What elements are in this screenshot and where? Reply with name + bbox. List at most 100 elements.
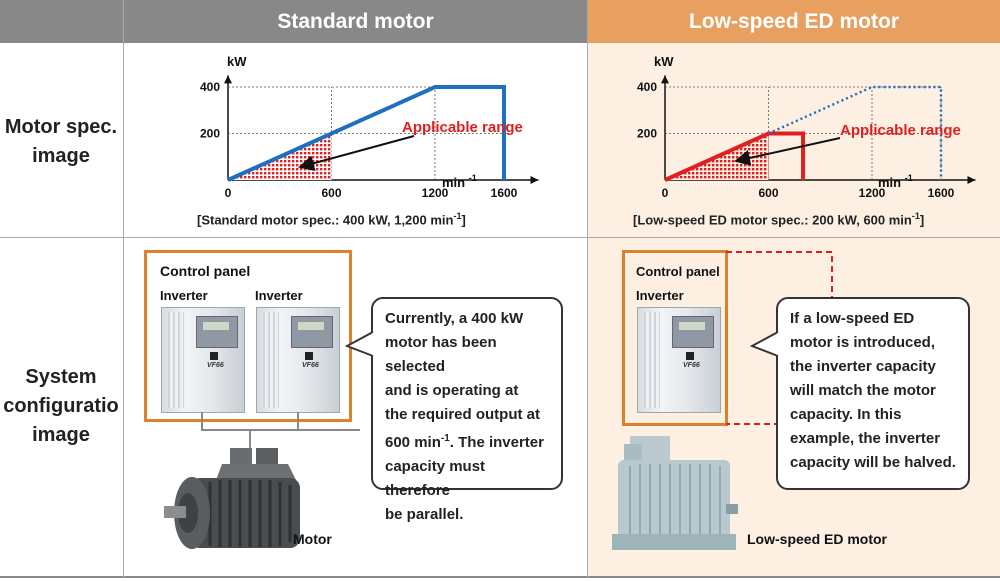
standard-motor-label: Motor (293, 531, 332, 547)
standard-caption-end: ] (461, 212, 466, 228)
row-label-spec: Motor spec. image (0, 113, 122, 171)
standard-caption-exp: -1 (453, 211, 462, 221)
standard-bubble-tail (345, 331, 375, 357)
inverter-model: VF66 (207, 362, 224, 369)
y-tick-label: 400 (200, 80, 220, 94)
standard-chart-yunit: kW (227, 54, 247, 69)
lowspeed-info-bubble: If a low-speed ED motor is introduced, t… (776, 297, 970, 490)
lowspeed-chart-arrow (734, 137, 841, 166)
standard-bubble-line3: and is operating at (385, 382, 519, 399)
header-standard: Standard motor (124, 0, 587, 43)
lowspeed-motor-image (612, 436, 738, 550)
lowspeed-chart-yunit: kW (654, 54, 674, 69)
standard-title: Standard motor (277, 10, 434, 33)
lowspeed-title: Low-speed ED motor (688, 10, 899, 33)
standard-chart-xunit: min -1 (442, 173, 477, 190)
lowspeed-bubble-line5: capacity. In this (790, 406, 902, 423)
lowspeed-chart-annotation: Applicable range (840, 122, 961, 139)
lowspeed-chart-plot: 0 600 1200 1600 200 400 (637, 75, 976, 200)
divider-h2 (0, 576, 1000, 578)
standard-motor-image (164, 448, 300, 549)
x-axis-arrow (967, 176, 976, 184)
lowspeed-bubble-line7: capacity will be halved. (790, 454, 956, 471)
standard-bubble-rpm-tail: . The inverter (449, 434, 544, 451)
lowspeed-motor-label: Low-speed ED motor (747, 531, 888, 547)
x-tick-label: 1600 (491, 186, 518, 200)
inverter-screen (203, 322, 229, 330)
x-tick-label: 600 (758, 186, 778, 200)
lowspeed-spec-chart: 0 600 1200 1600 200 400 kW min -1 Applicable … (637, 54, 976, 200)
standard-bubble-line7: be parallel. (385, 506, 464, 523)
lowspeed-caption-exp: -1 (911, 211, 920, 221)
standard-bubble-line1: Currently, a 400 kW (385, 310, 524, 327)
row-label-system-line2: configuratio (3, 395, 119, 417)
inverter-badge (210, 352, 218, 360)
x-tick-label: 0 (225, 186, 232, 200)
standard-inverter1: VF66 (161, 307, 245, 413)
divider-v1 (123, 0, 124, 578)
x-tick-label: 1200 (422, 186, 449, 200)
x-tick-label: 1600 (928, 186, 955, 200)
standard-bubble-rpm: 600 min (385, 434, 441, 451)
inverter-display (672, 316, 714, 348)
inverter-fins (263, 312, 279, 408)
row-label-system-line3: image (32, 424, 90, 446)
series-line-1 (767, 85, 943, 180)
inverter-fins (644, 312, 660, 408)
lowspeed-inverter-label: Inverter (636, 288, 684, 303)
standard-bubble-line6: capacity must therefore (385, 458, 486, 499)
inverter-model: VF66 (683, 362, 700, 369)
x-axis-arrow (530, 176, 539, 184)
lowspeed-chart-xunit-exp: -1 (905, 173, 913, 183)
lowspeed-control-panel (622, 250, 728, 426)
lowspeed-caption-text: [Low-speed ED motor spec.: 200 kW, 600 m… (633, 212, 912, 228)
inverter-fins (168, 312, 184, 408)
y-axis-arrow (224, 75, 232, 84)
inverter-screen (679, 322, 705, 330)
y-axis-arrow (661, 75, 669, 84)
row-label-spec-line1: Motor spec. (4, 116, 118, 138)
standard-bubble-rpm-exp: -1 (440, 433, 450, 444)
standard-spec-caption: [Standard motor spec.: 400 kW, 1,200 min… (197, 211, 466, 227)
inverter-display (291, 316, 333, 348)
standard-inverter2: VF66 (256, 307, 340, 413)
standard-chart-annotation: Applicable range (402, 119, 523, 136)
inverter-model: VF66 (302, 362, 319, 369)
standard-inverter1-label: Inverter (160, 288, 208, 303)
lowspeed-bubble-line2: motor is introduced, (790, 334, 936, 351)
divider-h1 (0, 237, 1000, 238)
standard-bubble-line5: 600 min-1. The inverter (385, 427, 551, 455)
standard-chart-arrow (298, 135, 415, 172)
standard-chart-xunit-exp: -1 (469, 173, 477, 183)
series-line-0 (664, 131, 805, 182)
standard-bubble-line4: the required output at (385, 406, 540, 423)
lowspeed-caption-end: ] (919, 212, 925, 228)
inverter-display (196, 316, 238, 348)
header-corner (0, 0, 123, 43)
y-tick-label: 200 (637, 127, 657, 141)
standard-inverter2-label: Inverter (255, 288, 303, 303)
standard-bubble-line2: motor has been selected (385, 334, 497, 375)
divider-v2 (587, 0, 588, 578)
row-label-system-line1: System (25, 366, 97, 388)
row-label-spec-line2: image (32, 145, 90, 167)
inverter-badge (686, 352, 694, 360)
x-tick-label: 1200 (859, 186, 886, 200)
standard-control-panel-title: Control panel (160, 263, 251, 279)
y-tick-label: 200 (200, 127, 220, 141)
lowspeed-bubble-tail (750, 331, 780, 357)
y-tick-label: 400 (637, 80, 657, 94)
lowspeed-column-bg (588, 43, 1000, 238)
lowspeed-bubble-line3: the inverter capacity (790, 358, 936, 375)
lowspeed-spec-caption: [Low-speed ED motor spec.: 200 kW, 600 m… (633, 211, 924, 227)
x-tick-label: 0 (662, 186, 669, 200)
lowspeed-bubble-line6: example, the inverter (790, 430, 941, 447)
standard-caption-text: [Standard motor spec.: 400 kW, 1,200 min (197, 212, 454, 228)
lowspeed-control-panel-title: Control panel (636, 264, 720, 279)
standard-chart-xunit-base: min (442, 175, 465, 190)
lowspeed-bubble-line1: If a low-speed ED (790, 310, 915, 327)
lowspeed-chart-xunit: min -1 (878, 173, 913, 190)
row-label-system: System configuratio image (0, 363, 122, 450)
